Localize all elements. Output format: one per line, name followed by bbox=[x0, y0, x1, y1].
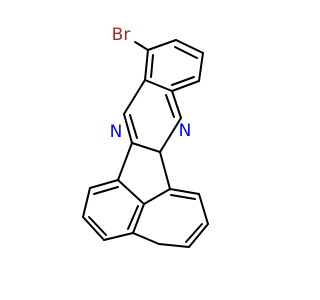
bond-pyrazine-2 bbox=[171, 90, 182, 119]
bond-naph-right-3 bbox=[188, 223, 209, 248]
bond-naph-right-1-inner bbox=[170, 194, 196, 200]
bond-naph-right-4 bbox=[158, 243, 190, 248]
bond-pyrazine-4 bbox=[159, 117, 182, 153]
bond-pyrazine-5 bbox=[131, 142, 161, 153]
bond-ring-a-6-inner bbox=[150, 54, 154, 78]
bond-naph-right-2 bbox=[198, 193, 209, 225]
bond-naph-left-1-inner bbox=[93, 186, 119, 195]
bond-naph-left-5 bbox=[132, 203, 145, 234]
bond-pyrazine-2-inner bbox=[165, 94, 175, 118]
bond-naph-right-5 bbox=[132, 232, 160, 245]
bond-ring-a-2-inner bbox=[174, 46, 198, 59]
bond-naph-left-5-inner bbox=[127, 205, 139, 230]
bond-ring-a-3 bbox=[198, 52, 204, 82]
bond-ring-a-5 bbox=[144, 79, 173, 92]
bond-five-4 bbox=[143, 188, 171, 205]
bond-five-1 bbox=[117, 142, 133, 181]
bond-pyrazine-1 bbox=[123, 79, 146, 115]
structure-canvas: Br N N bbox=[82, 25, 209, 248]
bond-naph-left-4 bbox=[103, 232, 134, 241]
bond-ring-a-1 bbox=[147, 39, 177, 51]
atom-nitrogen-left-label: N bbox=[110, 122, 123, 142]
bond-ring-a-2 bbox=[175, 39, 204, 54]
bond-naph-right-3-inner bbox=[185, 223, 203, 243]
bond-naph-right-1 bbox=[169, 188, 200, 195]
atom-bromine-label: Br bbox=[112, 25, 131, 45]
bond-pyrazine-3-inner bbox=[129, 114, 138, 139]
bond-naph-left-3-inner bbox=[88, 216, 107, 236]
bond-five-3 bbox=[117, 179, 145, 205]
bond-naph-left-3 bbox=[82, 216, 105, 241]
atom-nitrogen-right-label: N bbox=[179, 121, 192, 141]
bond-ring-a-6 bbox=[144, 49, 149, 81]
bond-ring-a-4-inner bbox=[171, 76, 195, 86]
bond-ring-a-4 bbox=[171, 80, 200, 92]
bond-pyrazine-3 bbox=[123, 113, 133, 144]
bond-five-2 bbox=[159, 151, 171, 190]
molecule-diagram: Br N N bbox=[82, 25, 209, 248]
bond-c-br bbox=[134, 41, 149, 51]
bond-naph-left-1 bbox=[89, 179, 119, 189]
bond-naph-left-2 bbox=[82, 187, 91, 218]
